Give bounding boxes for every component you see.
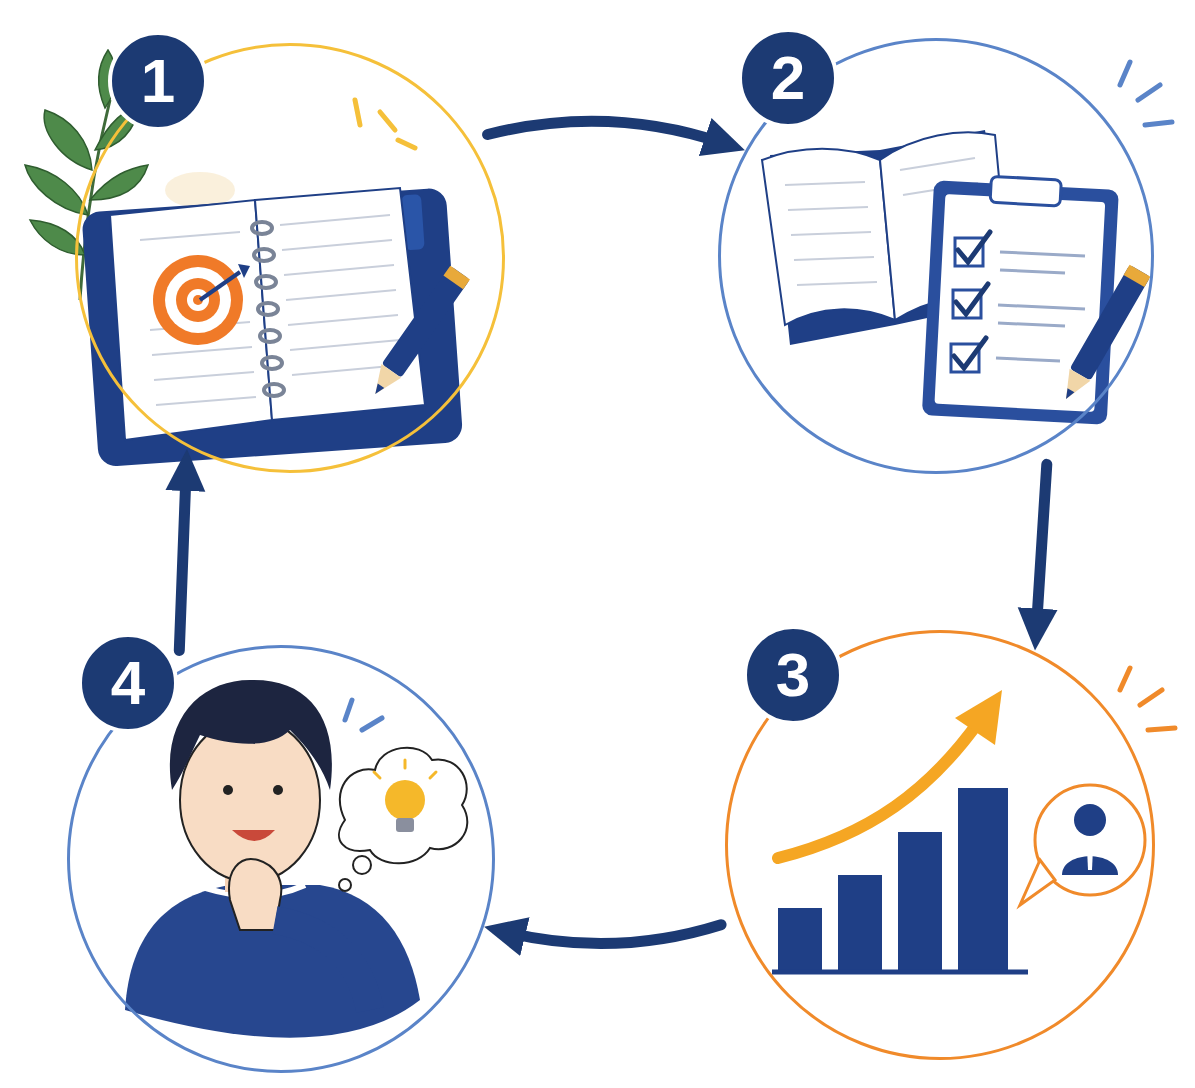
step-badge: 3 [743, 625, 843, 725]
cycle-arrow [488, 121, 724, 143]
callout-number: 1 [141, 50, 175, 112]
callout-number: 4 [111, 652, 145, 714]
step-circle: 1 [75, 43, 505, 473]
cycle-arrow [505, 925, 721, 944]
cycle-arrow [179, 471, 186, 650]
callout-number: 3 [776, 644, 810, 706]
step-badge: 2 [738, 28, 838, 128]
cycle-arrow [1036, 464, 1046, 628]
step-circle: 3 [725, 630, 1155, 1060]
growth-chart [772, 668, 1175, 972]
book-and-clipboard [762, 62, 1172, 425]
step-circle: 2 [718, 38, 1154, 474]
step-circle: 4 [67, 645, 495, 1073]
step-badge: 1 [108, 31, 208, 131]
planner [81, 100, 470, 467]
step-badge: 4 [78, 633, 178, 733]
callout-number: 2 [771, 47, 805, 109]
thinking-person [125, 680, 467, 1038]
